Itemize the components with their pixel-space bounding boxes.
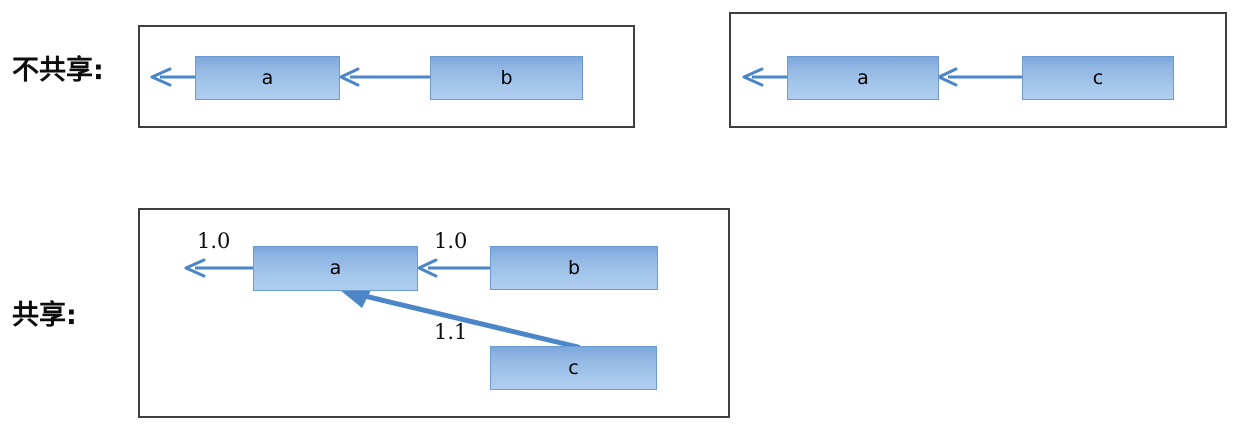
row-label-shared: 共享: [12, 300, 77, 331]
node-label: b [567, 256, 581, 279]
node-a-nonshared-left[interactable]: a [195, 56, 340, 100]
row-label-nonshared: 不共享: [12, 55, 104, 86]
node-c-shared[interactable]: c [490, 346, 657, 390]
node-a-nonshared-right[interactable]: a [787, 56, 939, 100]
node-b-shared[interactable]: b [490, 246, 658, 290]
edge-weight-c-a: 1.1 [434, 320, 468, 344]
node-b-nonshared-left[interactable]: b [430, 56, 583, 100]
node-label: c [568, 356, 579, 379]
edge-weight-b-a: 1.0 [434, 229, 468, 253]
node-label: a [329, 257, 342, 279]
edge-weight-a-out: 1.0 [197, 229, 231, 253]
node-c-nonshared-right[interactable]: c [1022, 56, 1174, 100]
node-a-shared[interactable]: a [253, 246, 418, 291]
node-label: b [500, 66, 513, 89]
node-label: c [1092, 66, 1104, 89]
node-label: a [857, 66, 869, 89]
node-label: a [261, 66, 274, 89]
